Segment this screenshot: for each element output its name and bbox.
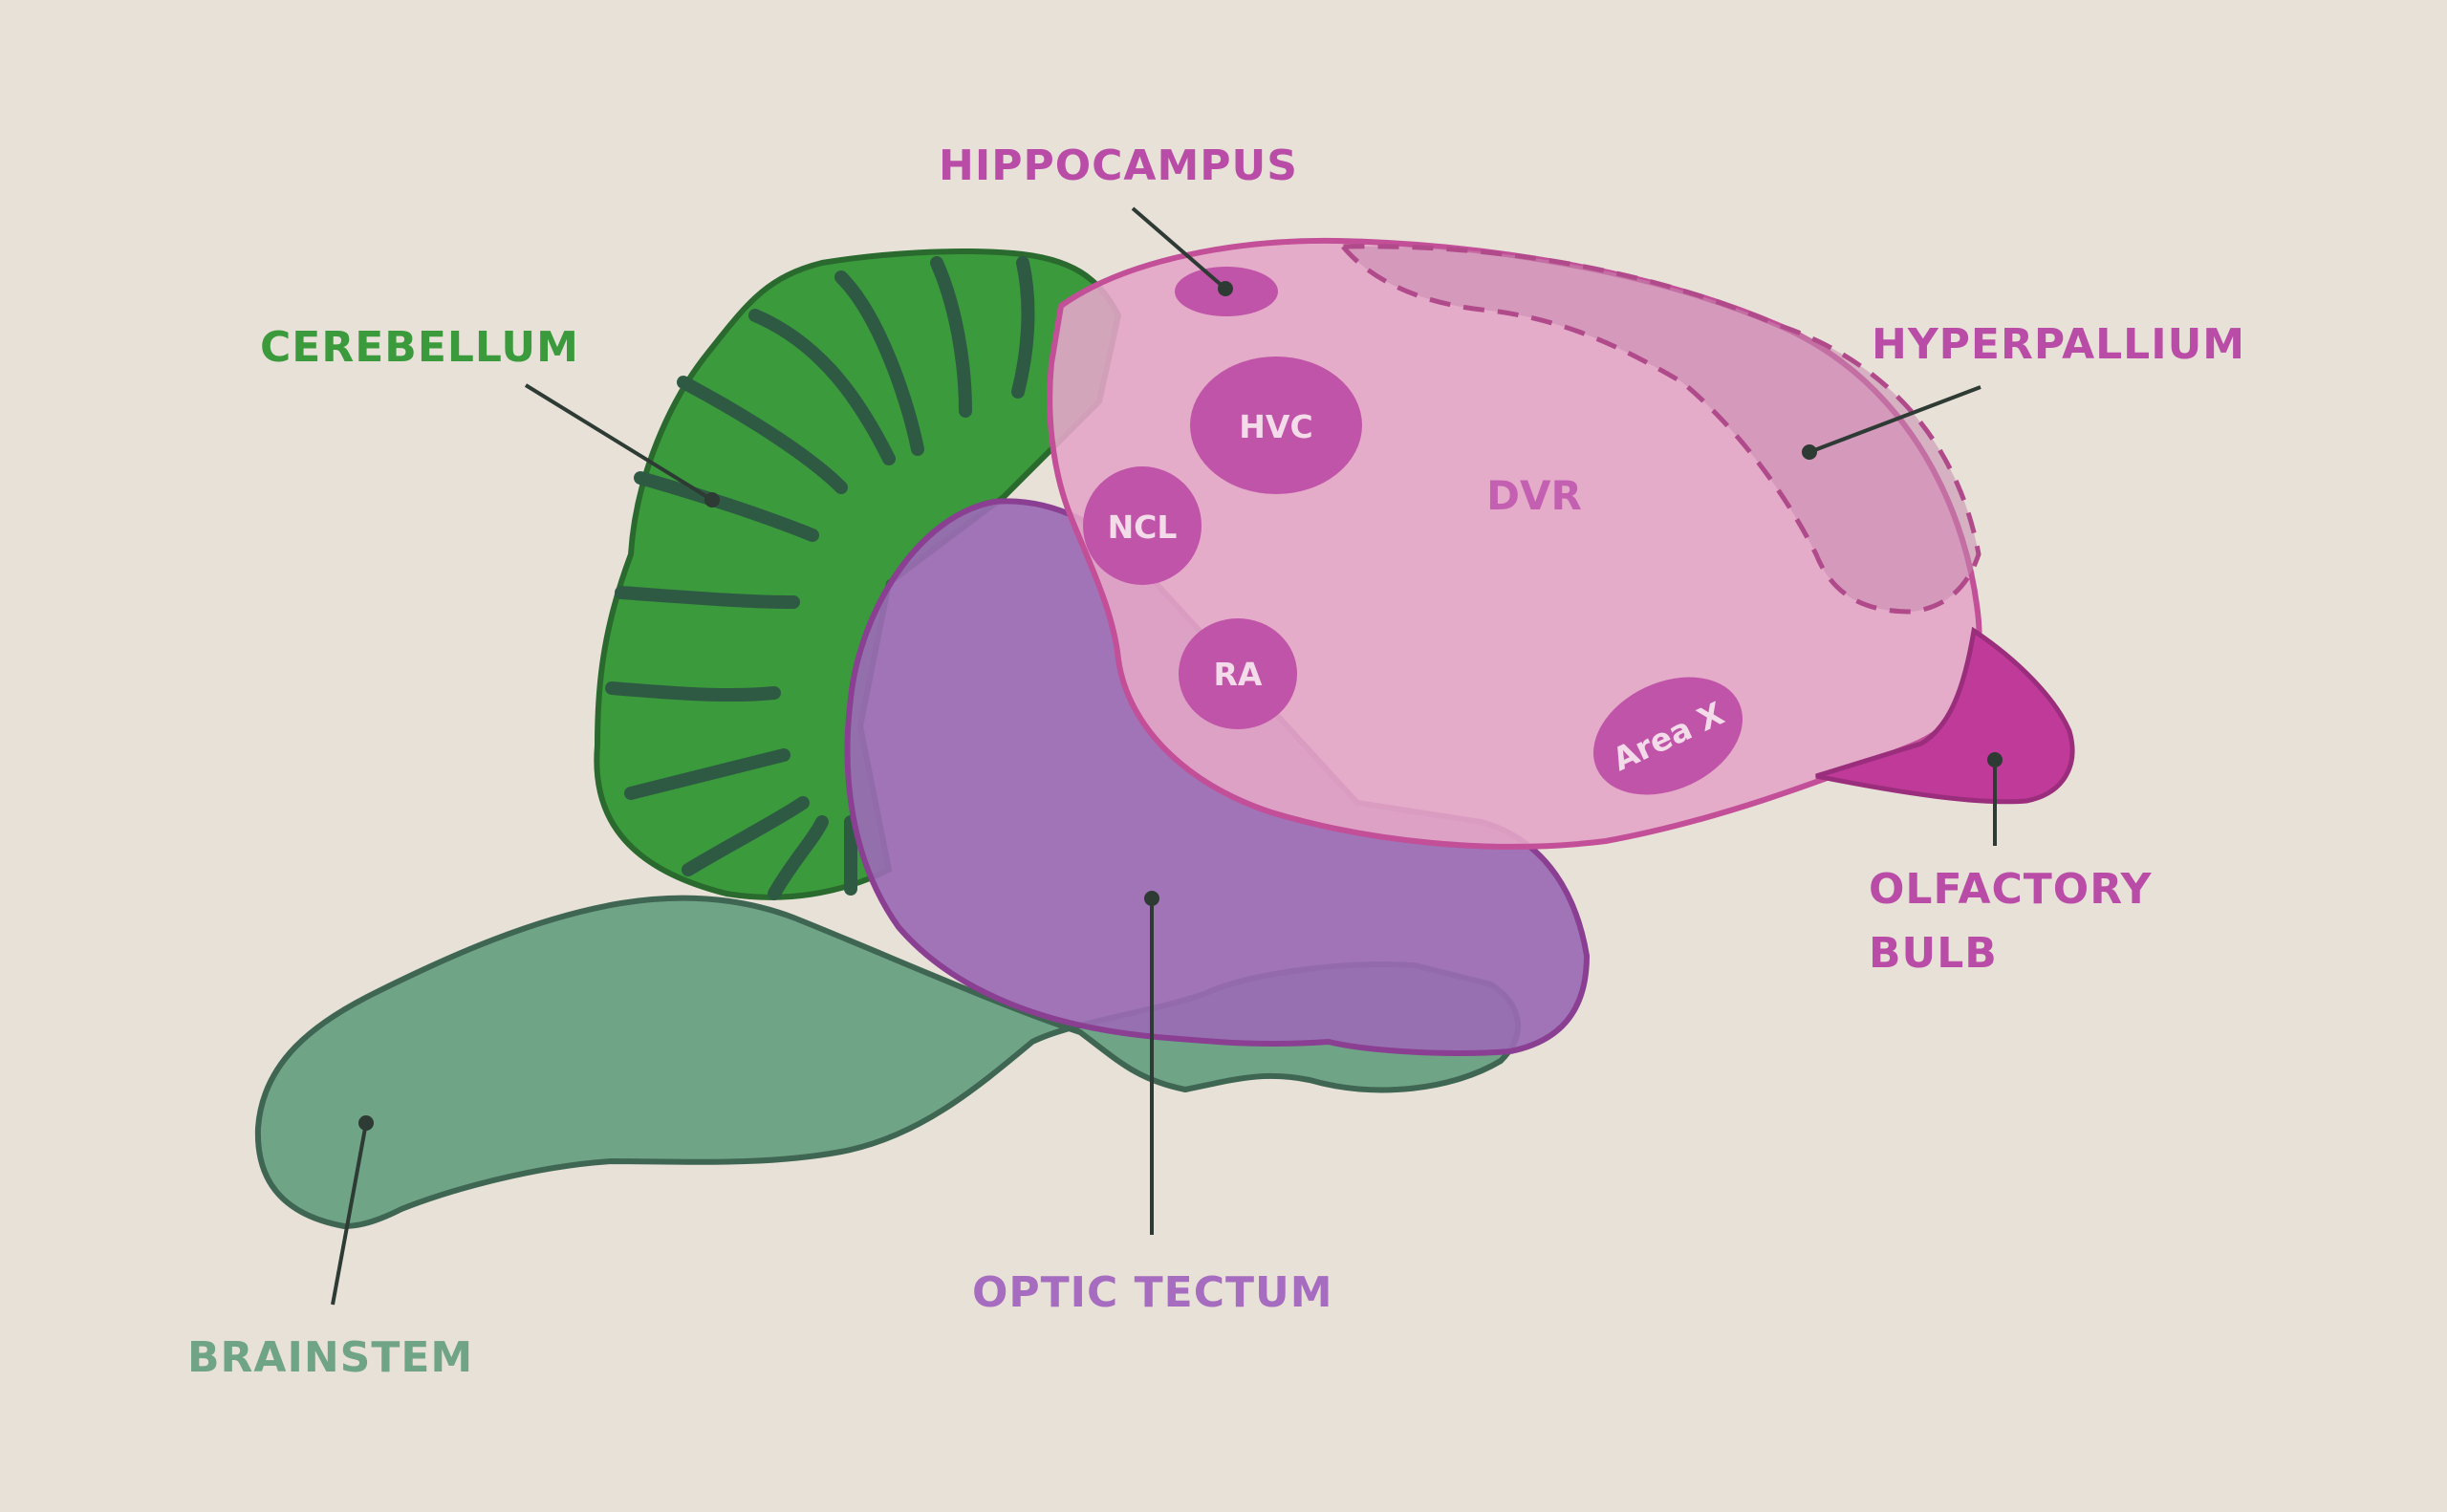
ncl-label: NCL <box>1108 508 1178 546</box>
brainstem-region <box>254 895 1521 1230</box>
leader-lines <box>331 206 2003 1306</box>
dvr-label: DVR <box>1486 472 1582 519</box>
ra-nucleus: RA <box>1179 618 1297 729</box>
area-x-nucleus: Area X <box>1593 677 1743 795</box>
olfactory-bulb-label-line2: BULB <box>1869 929 1998 978</box>
olfactory-bulb-label-line1: OLFACTORY <box>1869 865 2153 914</box>
hvc-nucleus: HVC <box>1190 356 1362 494</box>
optic-tectum-label: OPTIC TECTUM <box>972 1268 1333 1317</box>
hyperpallium-label: HYPERPALLIUM <box>1872 320 2245 369</box>
cerebellum-label: CEREBELLUM <box>260 323 579 372</box>
brainstem-label: BRAINSTEM <box>187 1333 473 1382</box>
hyperpallium-region <box>1337 244 1981 615</box>
ncl-nucleus: NCL <box>1083 466 1202 585</box>
ra-label: RA <box>1214 656 1263 693</box>
cerebellum-region <box>594 248 1122 900</box>
olfactory-bulb-region <box>1815 626 2075 805</box>
hippocampus-label: HIPPOCAMPUS <box>939 141 1298 190</box>
hvc-label: HVC <box>1239 408 1312 445</box>
